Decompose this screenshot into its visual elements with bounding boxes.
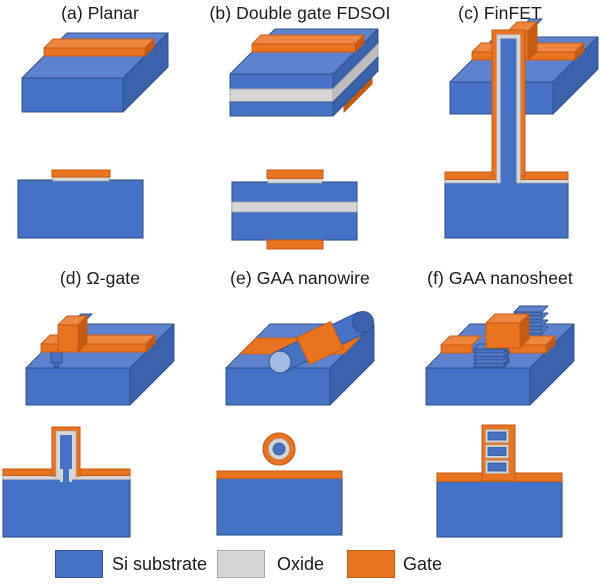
panel-omega-gate: (d) Ω-gate [0, 265, 200, 541]
sheet-front-face [473, 362, 505, 368]
gate-saddle-side [519, 313, 530, 349]
panel-title-gaa-nanowire: (e) GAA nanowire [230, 268, 370, 288]
si-substrate-swatch [55, 550, 103, 578]
section-gate [51, 169, 111, 178]
gate-top-face [251, 34, 365, 45]
panel-gaa-nanosheet: (f) GAA nanosheet [400, 265, 600, 541]
legend-label-si-substrate: Si substrate [112, 554, 208, 574]
gaa-nanosheet-figure [425, 305, 575, 538]
panel-finfet: (c) FinFET [400, 0, 600, 265]
cross-section [216, 432, 343, 536]
gate-front-face [251, 43, 356, 53]
finfet-figure [444, 18, 599, 239]
top-si-front-face [229, 73, 334, 90]
double-gate-fdsoi-figure [229, 28, 379, 250]
gate-end-cap [574, 42, 585, 61]
cross-section [436, 424, 563, 538]
cross-section [17, 169, 144, 239]
sheet-front-face [473, 355, 505, 361]
gate-bar-3d [251, 34, 365, 53]
sheet-end-cap [503, 357, 510, 368]
nanowire-back-cap [352, 311, 374, 333]
substrate-front-face [21, 77, 124, 113]
section-top-gate [266, 169, 324, 179]
panel-gaa-nanowire: (e) GAA nanowire [200, 265, 400, 541]
panel-planar: (a) Planar [0, 0, 200, 265]
panel-grid: (a) Planar [0, 0, 600, 541]
section-substrate [2, 477, 131, 538]
gate-end-cap [354, 34, 365, 53]
section-buried-oxide [231, 201, 358, 213]
panel-title-gaa-nanosheet: (f) GAA nanosheet [427, 268, 573, 288]
gate-saddle-front [485, 322, 521, 349]
legend-label-oxide: Oxide [277, 554, 325, 574]
section-bottom-gate [266, 239, 324, 250]
sheet-front-face [473, 348, 505, 354]
gate-bar-3d [43, 38, 155, 57]
bottom-si-front-face [229, 101, 334, 117]
section-substrate [444, 181, 569, 239]
section-substrate [436, 480, 563, 538]
gate-left-top [440, 335, 482, 346]
section-sheet-silicon [487, 447, 507, 456]
gate-swatch [347, 550, 395, 578]
substrate-side-face [129, 323, 175, 406]
cross-section [444, 29, 569, 239]
nanowire-3d [268, 311, 374, 374]
substrate-front-face [225, 367, 331, 406]
section-sheet-silicon [487, 431, 507, 441]
gate-saddle-side [77, 315, 88, 353]
oxide-swatch [217, 550, 265, 578]
gate-sleeve [296, 321, 344, 365]
section-gate-layer [216, 470, 343, 479]
panel-title-finfet: (c) FinFET [458, 3, 542, 23]
gate-end-cap [545, 335, 556, 354]
section-substrate [17, 179, 144, 239]
gate-end-cap [145, 334, 156, 353]
section-sheet-silicon [487, 462, 507, 472]
gate-saddle-side [527, 21, 538, 61]
cross-section [2, 426, 131, 538]
panel-title-planar: (a) Planar [61, 3, 139, 23]
gate-left-front [440, 344, 473, 354]
section-neck-silicon [63, 467, 69, 482]
gate-top-face [43, 38, 155, 49]
substrate-front-face [25, 367, 131, 406]
gate-front-face [43, 47, 146, 57]
legend-label-gate: Gate [403, 554, 443, 574]
sheet-end-cap [503, 350, 510, 361]
bottom-si-side-face [332, 56, 379, 117]
section-substrate [216, 477, 343, 536]
planar-figure [17, 32, 169, 239]
section-nanowire-core [272, 442, 286, 456]
gaa-nanowire-figure [216, 311, 375, 536]
cross-section [231, 169, 358, 250]
oxide-front-face [229, 88, 334, 103]
panel-title-double-gate-fdsoi: (b) Double gate FDSOI [209, 3, 391, 23]
sheet-top-face [513, 305, 549, 313]
gate-3d [40, 315, 156, 353]
substrate-front-face [425, 367, 531, 406]
section-fin-silicon [60, 435, 72, 472]
legend: Si substrate Oxide Gate [0, 541, 600, 586]
omega-gate-figure [2, 313, 175, 538]
panel-double-gate-fdsoi: (b) Double gate FDSOI [200, 0, 400, 265]
fin-neck [53, 362, 60, 368]
gate-saddle-front [57, 324, 79, 353]
gate-saddle-3d [485, 313, 530, 349]
substrate-side-face [529, 323, 575, 406]
gate-end-cap [144, 38, 155, 57]
panel-title-omega-gate: (d) Ω-gate [59, 268, 141, 288]
section-fin-silicon [500, 38, 517, 189]
nanowire-front-cap [268, 350, 292, 374]
